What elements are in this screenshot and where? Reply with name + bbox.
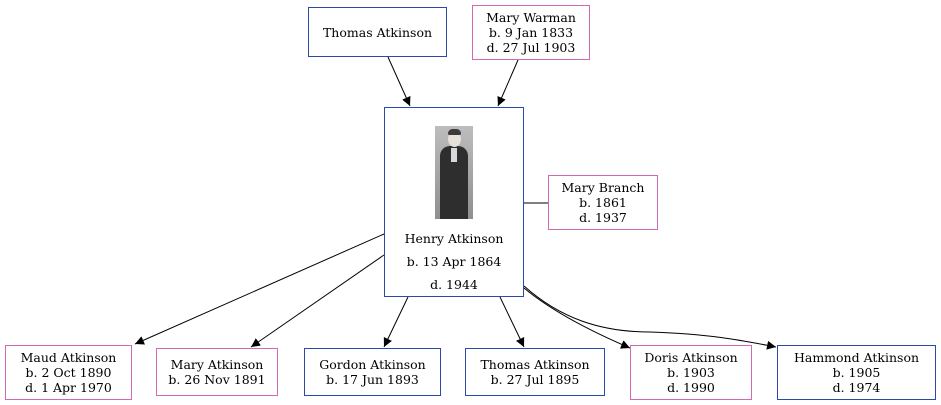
person-name: Mary Atkinson <box>170 357 264 372</box>
person-born: b. 26 Nov 1891 <box>168 372 266 387</box>
person-born: b. 1861 <box>579 195 627 210</box>
edge-child-maud <box>134 233 385 345</box>
person-name: Thomas Atkinson <box>322 24 433 40</box>
person-born: b. 1903 <box>667 365 715 380</box>
edge-child-gordon <box>383 296 409 348</box>
person-node-thomas-atkinson-son[interactable]: Thomas Atkinson b. 27 Jul 1895 <box>465 348 605 396</box>
person-name: Maud Atkinson <box>20 350 117 365</box>
person-died: d. 27 Jul 1903 <box>486 40 576 55</box>
person-born: b. 17 Jun 1893 <box>326 372 419 387</box>
person-name: Hammond Atkinson <box>793 350 920 365</box>
person-name: Thomas Atkinson <box>480 357 590 372</box>
person-node-gordon-atkinson[interactable]: Gordon Atkinson b. 17 Jun 1893 <box>304 348 441 396</box>
person-node-henry-atkinson[interactable]: Henry Atkinson b. 13 Apr 1864 d. 1944 <box>384 107 524 297</box>
person-node-mary-atkinson[interactable]: Mary Atkinson b. 26 Nov 1891 <box>156 348 278 396</box>
person-node-mary-branch[interactable]: Mary Branch b. 1861 d. 1937 <box>548 175 658 230</box>
person-name: Doris Atkinson <box>644 350 738 365</box>
person-born: b. 13 Apr 1864 <box>406 254 502 269</box>
person-died: d. 1944 <box>430 277 478 292</box>
person-born: b. 2 Oct 1890 <box>25 365 112 380</box>
edge-child-mary <box>250 254 385 348</box>
portrait-photo <box>435 126 473 219</box>
person-died: d. 1 Apr 1970 <box>25 380 112 395</box>
person-name: Henry Atkinson <box>404 231 504 246</box>
edge-child-doris <box>523 287 631 349</box>
person-born: b. 27 Jul 1895 <box>490 372 580 387</box>
person-died: d. 1974 <box>832 380 881 395</box>
person-node-doris-atkinson[interactable]: Doris Atkinson b. 1903 d. 1990 <box>630 345 752 400</box>
person-name: Mary Warman <box>486 10 576 25</box>
person-died: d. 1937 <box>579 210 627 225</box>
edge-father-to-henry <box>387 56 411 107</box>
person-born: b. 9 Jan 1833 <box>488 25 574 40</box>
person-died: d. 1990 <box>667 380 715 395</box>
person-node-hammond-atkinson[interactable]: Hammond Atkinson b. 1905 d. 1974 <box>777 345 936 400</box>
person-name: Mary Branch <box>561 180 645 195</box>
edge-child-thomas <box>499 296 525 348</box>
edge-child-hammond <box>523 285 777 350</box>
person-node-mary-warman[interactable]: Mary Warman b. 9 Jan 1833 d. 27 Jul 1903 <box>472 5 590 60</box>
edge-mother-to-henry <box>497 59 519 107</box>
person-node-maud-atkinson[interactable]: Maud Atkinson b. 2 Oct 1890 d. 1 Apr 197… <box>5 345 132 400</box>
person-name: Gordon Atkinson <box>319 357 426 372</box>
person-born: b. 1905 <box>832 365 881 380</box>
person-node-thomas-atkinson-father[interactable]: Thomas Atkinson <box>308 7 447 57</box>
